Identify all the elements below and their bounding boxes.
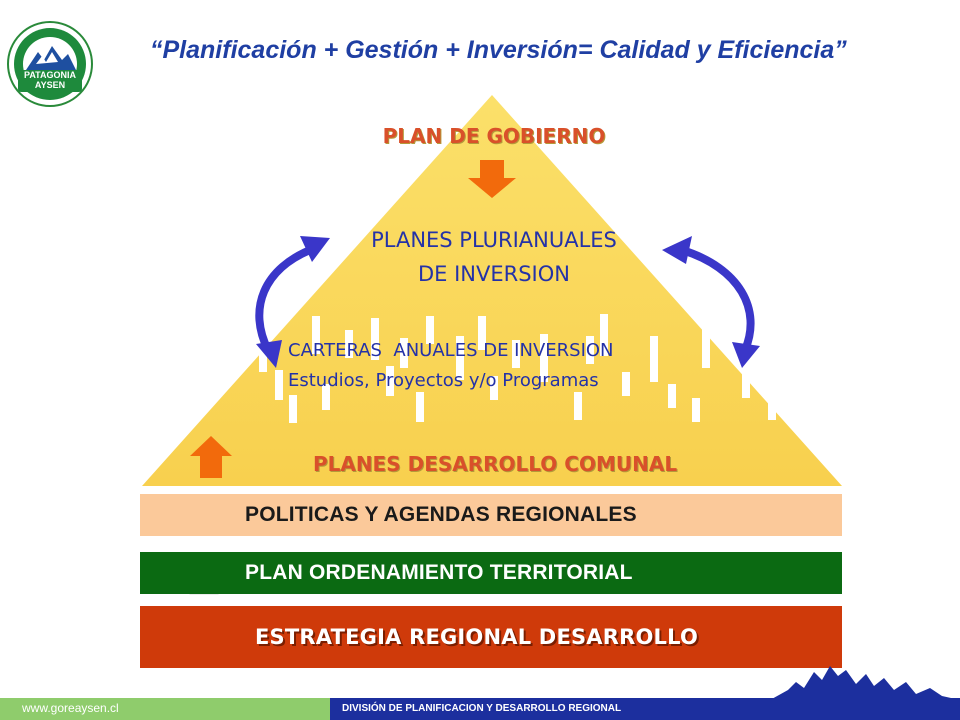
estrategia-label: ESTRATEGIA REGIONAL DESARROLLO (255, 625, 699, 649)
planes-plurianuales-label: PLANES PLURIANUALES (371, 228, 617, 252)
carteras-anuales-label: CARTERAS ANUALES DE INVERSION (288, 340, 614, 361)
curved-arrow-left-head-top (300, 236, 330, 262)
logo-line-2: AYSEN (34, 80, 66, 90)
down-arrow-icon (468, 160, 516, 198)
curved-arrow-right-head-top (662, 236, 692, 264)
up-arrow-orange-icon (190, 436, 232, 478)
logo-text: PATAGONIA AYSEN (6, 70, 94, 90)
patagonia-aysen-logo (7, 21, 93, 107)
planes-desarrollo-comunal-label: PLANES DESARROLLO COMUNAL (312, 452, 678, 476)
curved-arrow-left-icon (255, 244, 319, 354)
ordenamiento-label: PLAN ORDENAMIENTO TERRITORIAL (245, 561, 633, 584)
footer-left-bar (0, 698, 330, 720)
plan-de-gobierno-label: PLAN DE GOBIERNO (382, 124, 606, 148)
slide-title: “Planificación + Gestión + Inversión= Ca… (150, 36, 847, 64)
band-politicas: POLITICAS Y AGENDAS REGIONALES (140, 494, 842, 536)
footer-division: DIVISIÓN DE PLANIFICACION Y DESARROLLO R… (342, 703, 622, 714)
curved-arrow-right-head-bottom (732, 342, 760, 368)
band-estrategia: ESTRATEGIA REGIONAL DESARROLLO (140, 606, 842, 668)
curved-arrow-right-icon (678, 246, 755, 354)
politicas-label: POLITICAS Y AGENDAS REGIONALES (245, 503, 637, 526)
de-inversion-label: DE INVERSION (417, 262, 570, 286)
footer-url[interactable]: www.goreaysen.cl (22, 701, 119, 715)
curved-arrow-left-head-bottom (256, 340, 282, 368)
mountains-icon (770, 666, 960, 700)
footer-right-bar (330, 698, 960, 720)
estudios-proyectos-label: Estudios, Proyectos y/o Programas (288, 370, 599, 391)
pyramid-shape (142, 95, 842, 486)
pyramid-bars (259, 314, 776, 423)
logo-line-1: PATAGONIA (24, 70, 76, 80)
band-ordenamiento: PLAN ORDENAMIENTO TERRITORIAL (140, 552, 842, 594)
